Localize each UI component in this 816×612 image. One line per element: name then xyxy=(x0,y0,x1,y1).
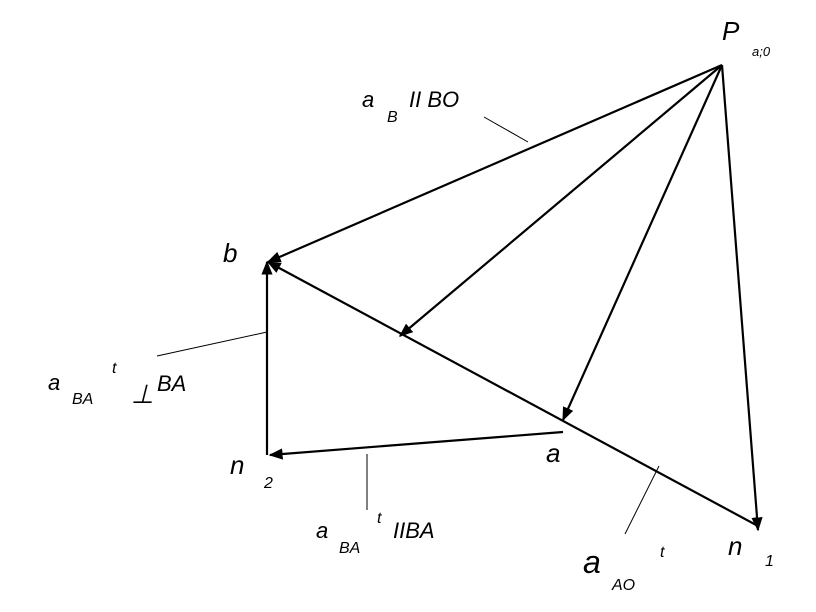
vector-p-to-n1 xyxy=(720,64,763,532)
label-n1-sub: 1 xyxy=(765,553,774,570)
annot-aB-sub: B xyxy=(387,109,398,126)
annot-perp-sup: t xyxy=(112,360,117,377)
annot-aAO-sub: AO xyxy=(611,577,635,594)
vector-p-to-mid xyxy=(398,64,723,337)
label-n2: n xyxy=(230,450,244,480)
label-p-sub: a;0 xyxy=(752,44,771,59)
annot-aB-rest: II BO xyxy=(409,87,459,112)
label-n2-sub: 2 xyxy=(263,475,273,492)
leader-aAOt xyxy=(624,465,660,535)
annot-aAO-main: a xyxy=(583,544,601,580)
annot-par-main: a xyxy=(316,518,328,543)
annot-perp-main: a xyxy=(48,370,60,395)
leader-aB xyxy=(483,116,529,143)
vector-p-to-a xyxy=(561,64,724,422)
label-n1: n xyxy=(728,531,742,561)
vector-p-to-b xyxy=(266,63,723,264)
label-a: a xyxy=(546,438,560,468)
annot-perp-symbol: ⊥ xyxy=(131,379,154,409)
annot-par-sub: BA xyxy=(339,540,360,557)
annot-par-sup: t xyxy=(377,510,382,527)
vector-n1-to-b xyxy=(266,261,759,527)
annot-perp-sub: BA xyxy=(72,391,93,408)
label-p: P xyxy=(722,16,740,46)
label-b: b xyxy=(223,238,237,268)
annot-aAO-sup: t xyxy=(660,544,665,561)
vector-a-to-n2 xyxy=(268,430,564,460)
annot-aB-main: a xyxy=(362,87,374,112)
leader-aBAt-perp xyxy=(156,331,268,357)
annot-par-rest: IIBA xyxy=(393,518,435,543)
annot-perp-rest: BA xyxy=(157,371,186,396)
